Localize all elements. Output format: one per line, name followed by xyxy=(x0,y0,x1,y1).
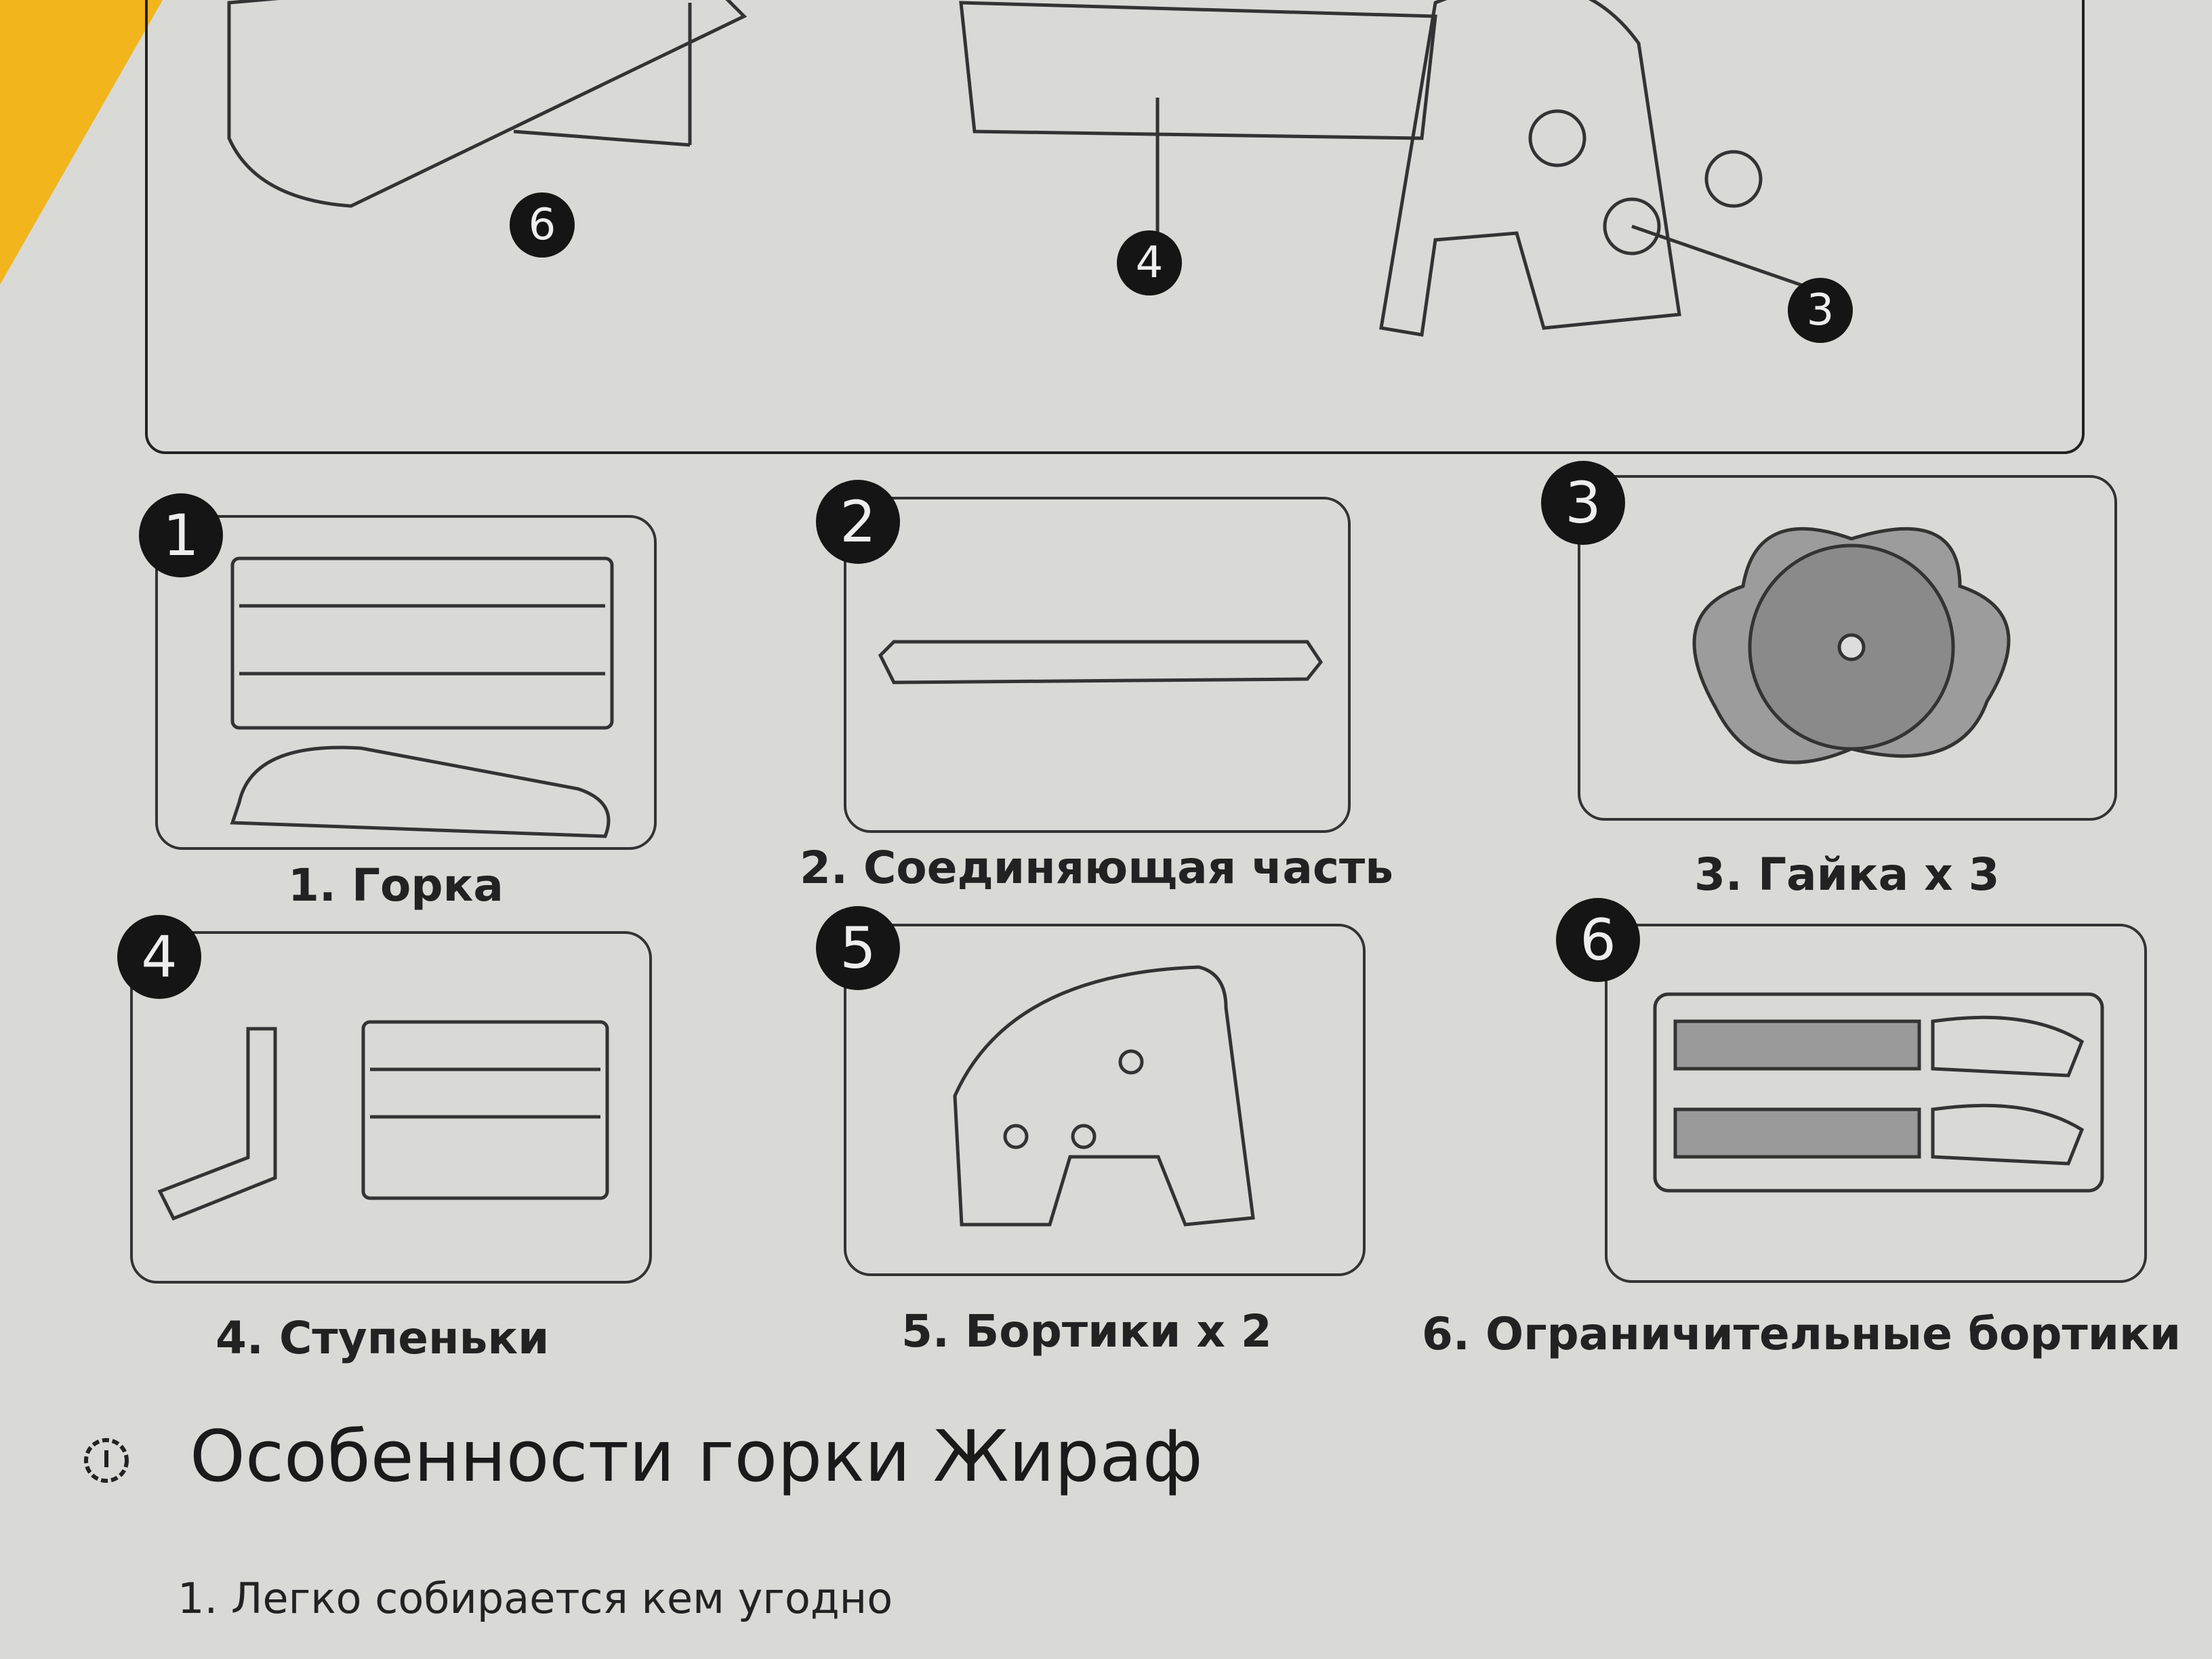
assembly-diagram-box xyxy=(145,0,2085,454)
side-rail-illustration xyxy=(953,965,1255,1227)
nut-illustration xyxy=(1692,527,2011,764)
gear-bullet-icon xyxy=(76,1430,137,1491)
callout-badge-4: 4 xyxy=(1117,230,1182,295)
part-badge-6: 6 xyxy=(1556,898,1640,982)
part-badge-3: 3 xyxy=(1541,461,1625,545)
steps-illustration xyxy=(157,1020,609,1221)
limiting-rails-illustration xyxy=(1653,992,2104,1193)
feature-item-1: 1. Легко собирается кем угодно xyxy=(178,1574,893,1623)
part-label-1: 1. Горка xyxy=(288,859,504,912)
part-badge-5: 5 xyxy=(816,906,900,990)
part-box-limiting-rails xyxy=(1605,924,2147,1283)
part-label-2: 2. Соединяющая часть xyxy=(800,842,1394,894)
assembly-illustration xyxy=(227,0,1809,337)
part-label-5: 5. Бортики x 2 xyxy=(901,1305,1272,1357)
part-label-4: 4. Ступеньки xyxy=(216,1312,550,1364)
part-box-steps xyxy=(130,931,652,1284)
features-heading: Особенности горки Жираф xyxy=(190,1415,1203,1498)
callout-badge-6: 6 xyxy=(510,192,575,258)
part-box-side-rails xyxy=(844,924,1366,1276)
part-badge-2: 2 xyxy=(816,480,900,564)
callout-badge-3: 3 xyxy=(1788,278,1853,343)
connector-illustration xyxy=(878,640,1324,684)
slide-illustration xyxy=(230,556,614,838)
part-box-nut xyxy=(1578,475,2117,821)
part-badge-1: 1 xyxy=(139,493,223,577)
part-badge-4: 4 xyxy=(117,915,201,999)
part-label-3: 3. Гайка x 3 xyxy=(1694,848,2000,901)
part-box-slide xyxy=(155,515,657,850)
part-label-6: 6. Ограничительные бортики xyxy=(1422,1308,2182,1360)
part-box-connector xyxy=(844,497,1351,833)
yellow-background-corner xyxy=(0,0,163,285)
